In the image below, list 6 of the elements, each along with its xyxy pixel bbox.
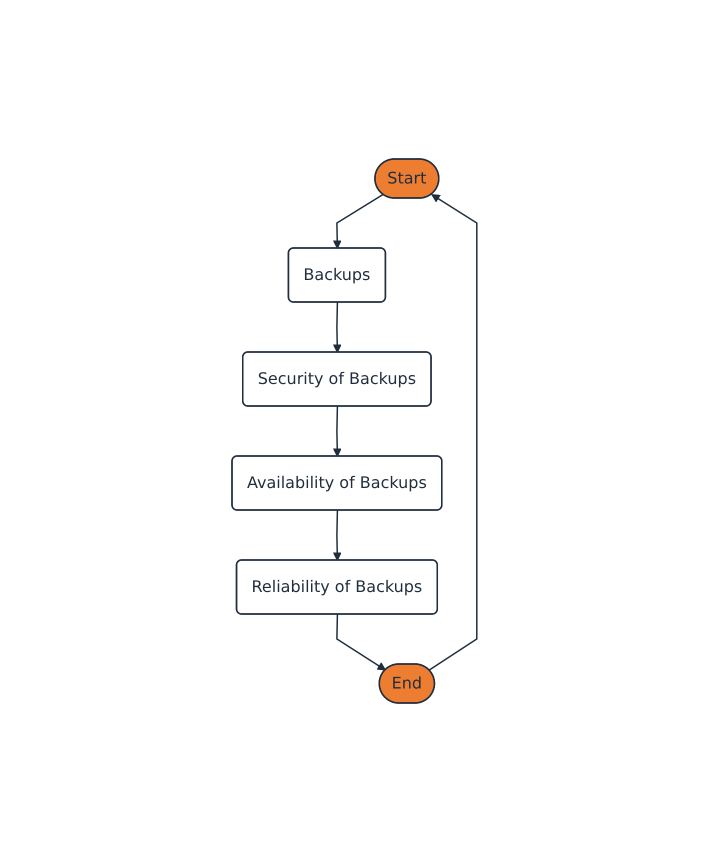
arrow	[336, 614, 386, 671]
arrow	[332, 302, 342, 353]
arrow	[332, 510, 342, 561]
arrow	[332, 194, 384, 249]
arrow	[332, 406, 342, 457]
arrow	[428, 194, 478, 671]
